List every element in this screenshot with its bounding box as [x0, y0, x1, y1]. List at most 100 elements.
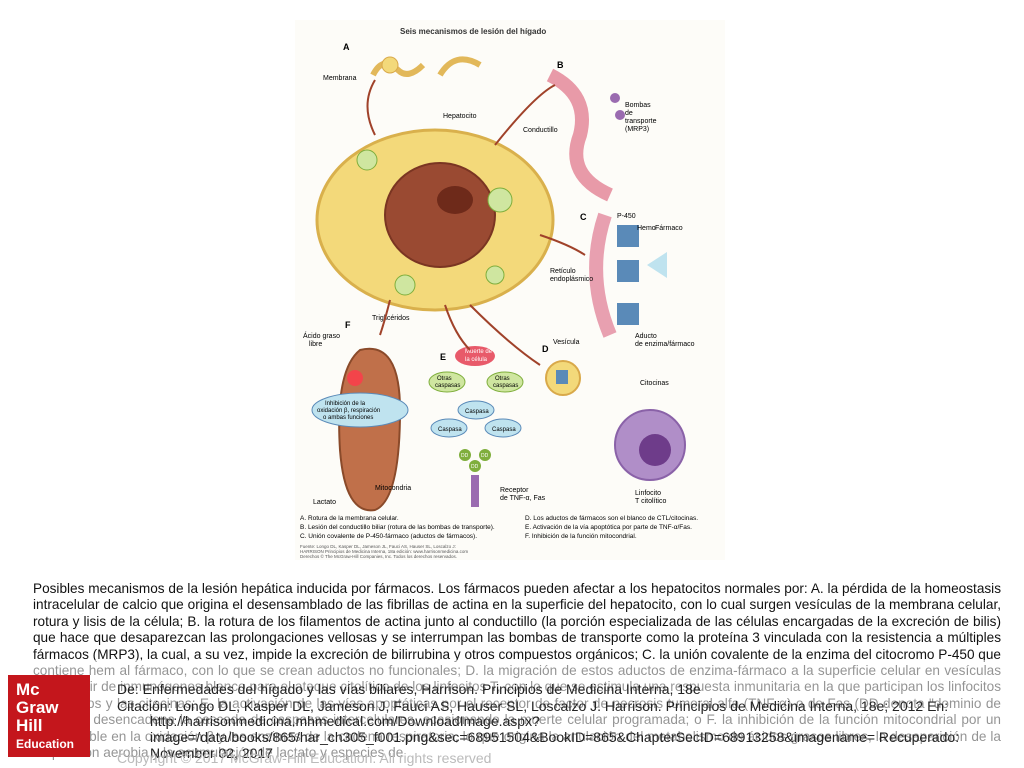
panel-e: E Muerte de la célula Otras caspasas Otr…: [428, 346, 546, 507]
legend-right: D. Los aductos de fármacos son el blanco…: [525, 515, 698, 540]
label-acido-graso-2: libre: [309, 341, 322, 348]
er-membrane: [589, 212, 617, 338]
t-cell-nucleus: [639, 434, 671, 466]
other-caspases-left: [428, 371, 466, 393]
arrow-to-c: [539, 234, 586, 256]
overlay-url[interactable]: http://harrisonmedicina.mhmedical.com/Do…: [150, 713, 960, 761]
panel-a: A Membrana: [323, 42, 482, 82]
panel-letter-f: F: [345, 320, 351, 330]
logo-line-4: Education: [16, 737, 75, 751]
cell-organelle-3: [394, 274, 416, 296]
arrow-to-f: [379, 299, 391, 336]
logo-line-2: Graw: [16, 698, 59, 717]
membrane-bleb-right: [437, 56, 482, 77]
dd-2: [479, 449, 491, 461]
cell-organelle-4: [485, 265, 505, 285]
figure-source: Fuente: Longo DL, Kasper DL, Jameson JL,…: [300, 544, 468, 559]
p450-enzyme-1: [617, 225, 639, 247]
caspase-left: [430, 418, 468, 438]
arrow-to-a: [366, 79, 376, 136]
legend-b: B. Lesión del conductillo biliar (rotura…: [300, 524, 495, 531]
label-reticulo-1: Retículo: [550, 268, 576, 275]
label-caspasa-right: Caspasa: [492, 427, 516, 433]
drug-molecule: [647, 252, 667, 278]
mcgraw-hill-logo: Mc Graw Hill Education: [8, 675, 90, 757]
panel-letter-b: B: [557, 60, 564, 70]
legend-d: D. Los aductos de fármacos son el blanco…: [525, 515, 698, 522]
label-conductillo: Conductillo: [523, 127, 558, 134]
arrow-to-d: [469, 304, 541, 366]
figure-source-3: Derechos © The McGraw-Hill Companies, In…: [300, 553, 457, 559]
tnf-receptor: [471, 475, 479, 507]
label-receptor-1: Receptor: [500, 487, 529, 494]
label-mitocondria: Mitocondria: [375, 485, 411, 492]
transport-pump-1: [610, 93, 620, 103]
label-trigliceridos: Triglicéridos: [372, 315, 410, 322]
label-reticulo-2: endoplásmico: [550, 276, 593, 283]
fatty-acid-glow: [347, 370, 363, 386]
figure-source-2: HARRISON Principios de Medicina Interna,…: [300, 549, 468, 554]
label-linfocito-1: Linfocito: [635, 490, 661, 497]
label-citocinas: Citocinas: [640, 380, 669, 387]
label-membrana: Membrana: [323, 75, 357, 82]
label-acido-graso-1: Ácido graso: [303, 331, 340, 340]
legend-a: A. Rotura de la membrana celular.: [300, 515, 399, 522]
label-farmaco: Fármaco: [655, 225, 683, 232]
dd-1: [459, 449, 471, 461]
legend-left: A. Rotura de la membrana celular. B. Les…: [300, 515, 495, 540]
label-otras-caspasas-right-2: caspasas: [493, 383, 518, 389]
caspase-top: [457, 400, 495, 420]
label-bombas-4: (MRP3): [625, 126, 649, 133]
membrane-vesicle: [381, 56, 399, 74]
cell-organelle-1: [356, 149, 378, 171]
liver-injury-figure: Seis mecanismos de lesión del hígado A M…: [295, 20, 725, 560]
hepatocyte: Hepatocito: [315, 113, 555, 312]
label-bombas-3: transporte: [625, 118, 657, 125]
label-linfocito-2: T citolítico: [635, 498, 666, 505]
label-lactato: Lactato: [313, 499, 336, 506]
nucleus: [384, 162, 496, 268]
panel-letter-c: C: [580, 212, 587, 222]
panel-b: B Conductillo Bombas de transporte (MRP3…: [523, 60, 657, 202]
label-muerte-1: Muerte de: [465, 349, 493, 355]
label-aducto-1: Aducto: [635, 333, 657, 340]
mechanism-arrows: [366, 79, 586, 366]
label-inhibicion-2: oxidación β, respiración: [317, 408, 380, 414]
label-inhibicion-3: o ambas funciones: [323, 415, 373, 421]
inhibition-box: [311, 392, 409, 428]
panel-f: F Inhibición de la oxidación β, respirac…: [303, 315, 411, 512]
other-caspases-right: [486, 371, 524, 393]
vesicle-adduct: [556, 370, 568, 384]
label-dd-2: DD: [481, 453, 489, 459]
logo-line-3: Hill: [16, 716, 43, 735]
label-aducto-2: de enzima/fármaco: [635, 341, 695, 348]
nucleolus: [437, 186, 473, 214]
legend-e: E. Activación de la vía apoptótica por p…: [525, 524, 692, 531]
citation-overlay: [0, 660, 1024, 768]
panel-c: C P-450 Hemo Fármaco Retículo endoplásmi…: [550, 212, 695, 348]
arrow-to-b: [494, 84, 556, 146]
cell-death-node: [455, 346, 495, 366]
legend-f: F. Inhibición de la función mitocondrial…: [525, 533, 637, 540]
label-dd-3: DD: [471, 464, 479, 470]
label-bombas-1: Bombas: [625, 102, 651, 109]
panel-d: D Vesícula Citocinas Linfocito T citolít…: [542, 339, 686, 505]
label-otras-caspasas-left-1: Otras: [437, 376, 452, 382]
overlay-source: De: Enfermedades del hígado y las vías b…: [117, 681, 701, 697]
canaliculus: [546, 68, 614, 202]
arrow-to-e: [444, 304, 471, 351]
label-receptor-2: de TNF-α, Fas: [500, 495, 546, 502]
panel-letter-d: D: [542, 344, 549, 354]
dd-3: [469, 460, 481, 472]
panel-letter-a: A: [343, 42, 350, 52]
label-otras-caspasas-right-1: Otras: [495, 376, 510, 382]
overlay-copyright: Copyright © 2017 McGraw-Hill Education. …: [117, 750, 492, 766]
legend-c: C. Unión covalente de P-450-fármaco (adu…: [300, 533, 477, 540]
label-inhibicion-1: Inhibición de la: [325, 401, 366, 407]
label-bombas-2: de: [625, 110, 633, 117]
figure-canvas: Seis mecanismos de lesión del hígado A M…: [300, 27, 698, 559]
p450-enzyme-3: [617, 303, 639, 325]
logo-line-1: Mc: [16, 680, 40, 699]
label-hemo: Hemo: [637, 225, 656, 232]
cell-organelle-2: [487, 187, 513, 213]
